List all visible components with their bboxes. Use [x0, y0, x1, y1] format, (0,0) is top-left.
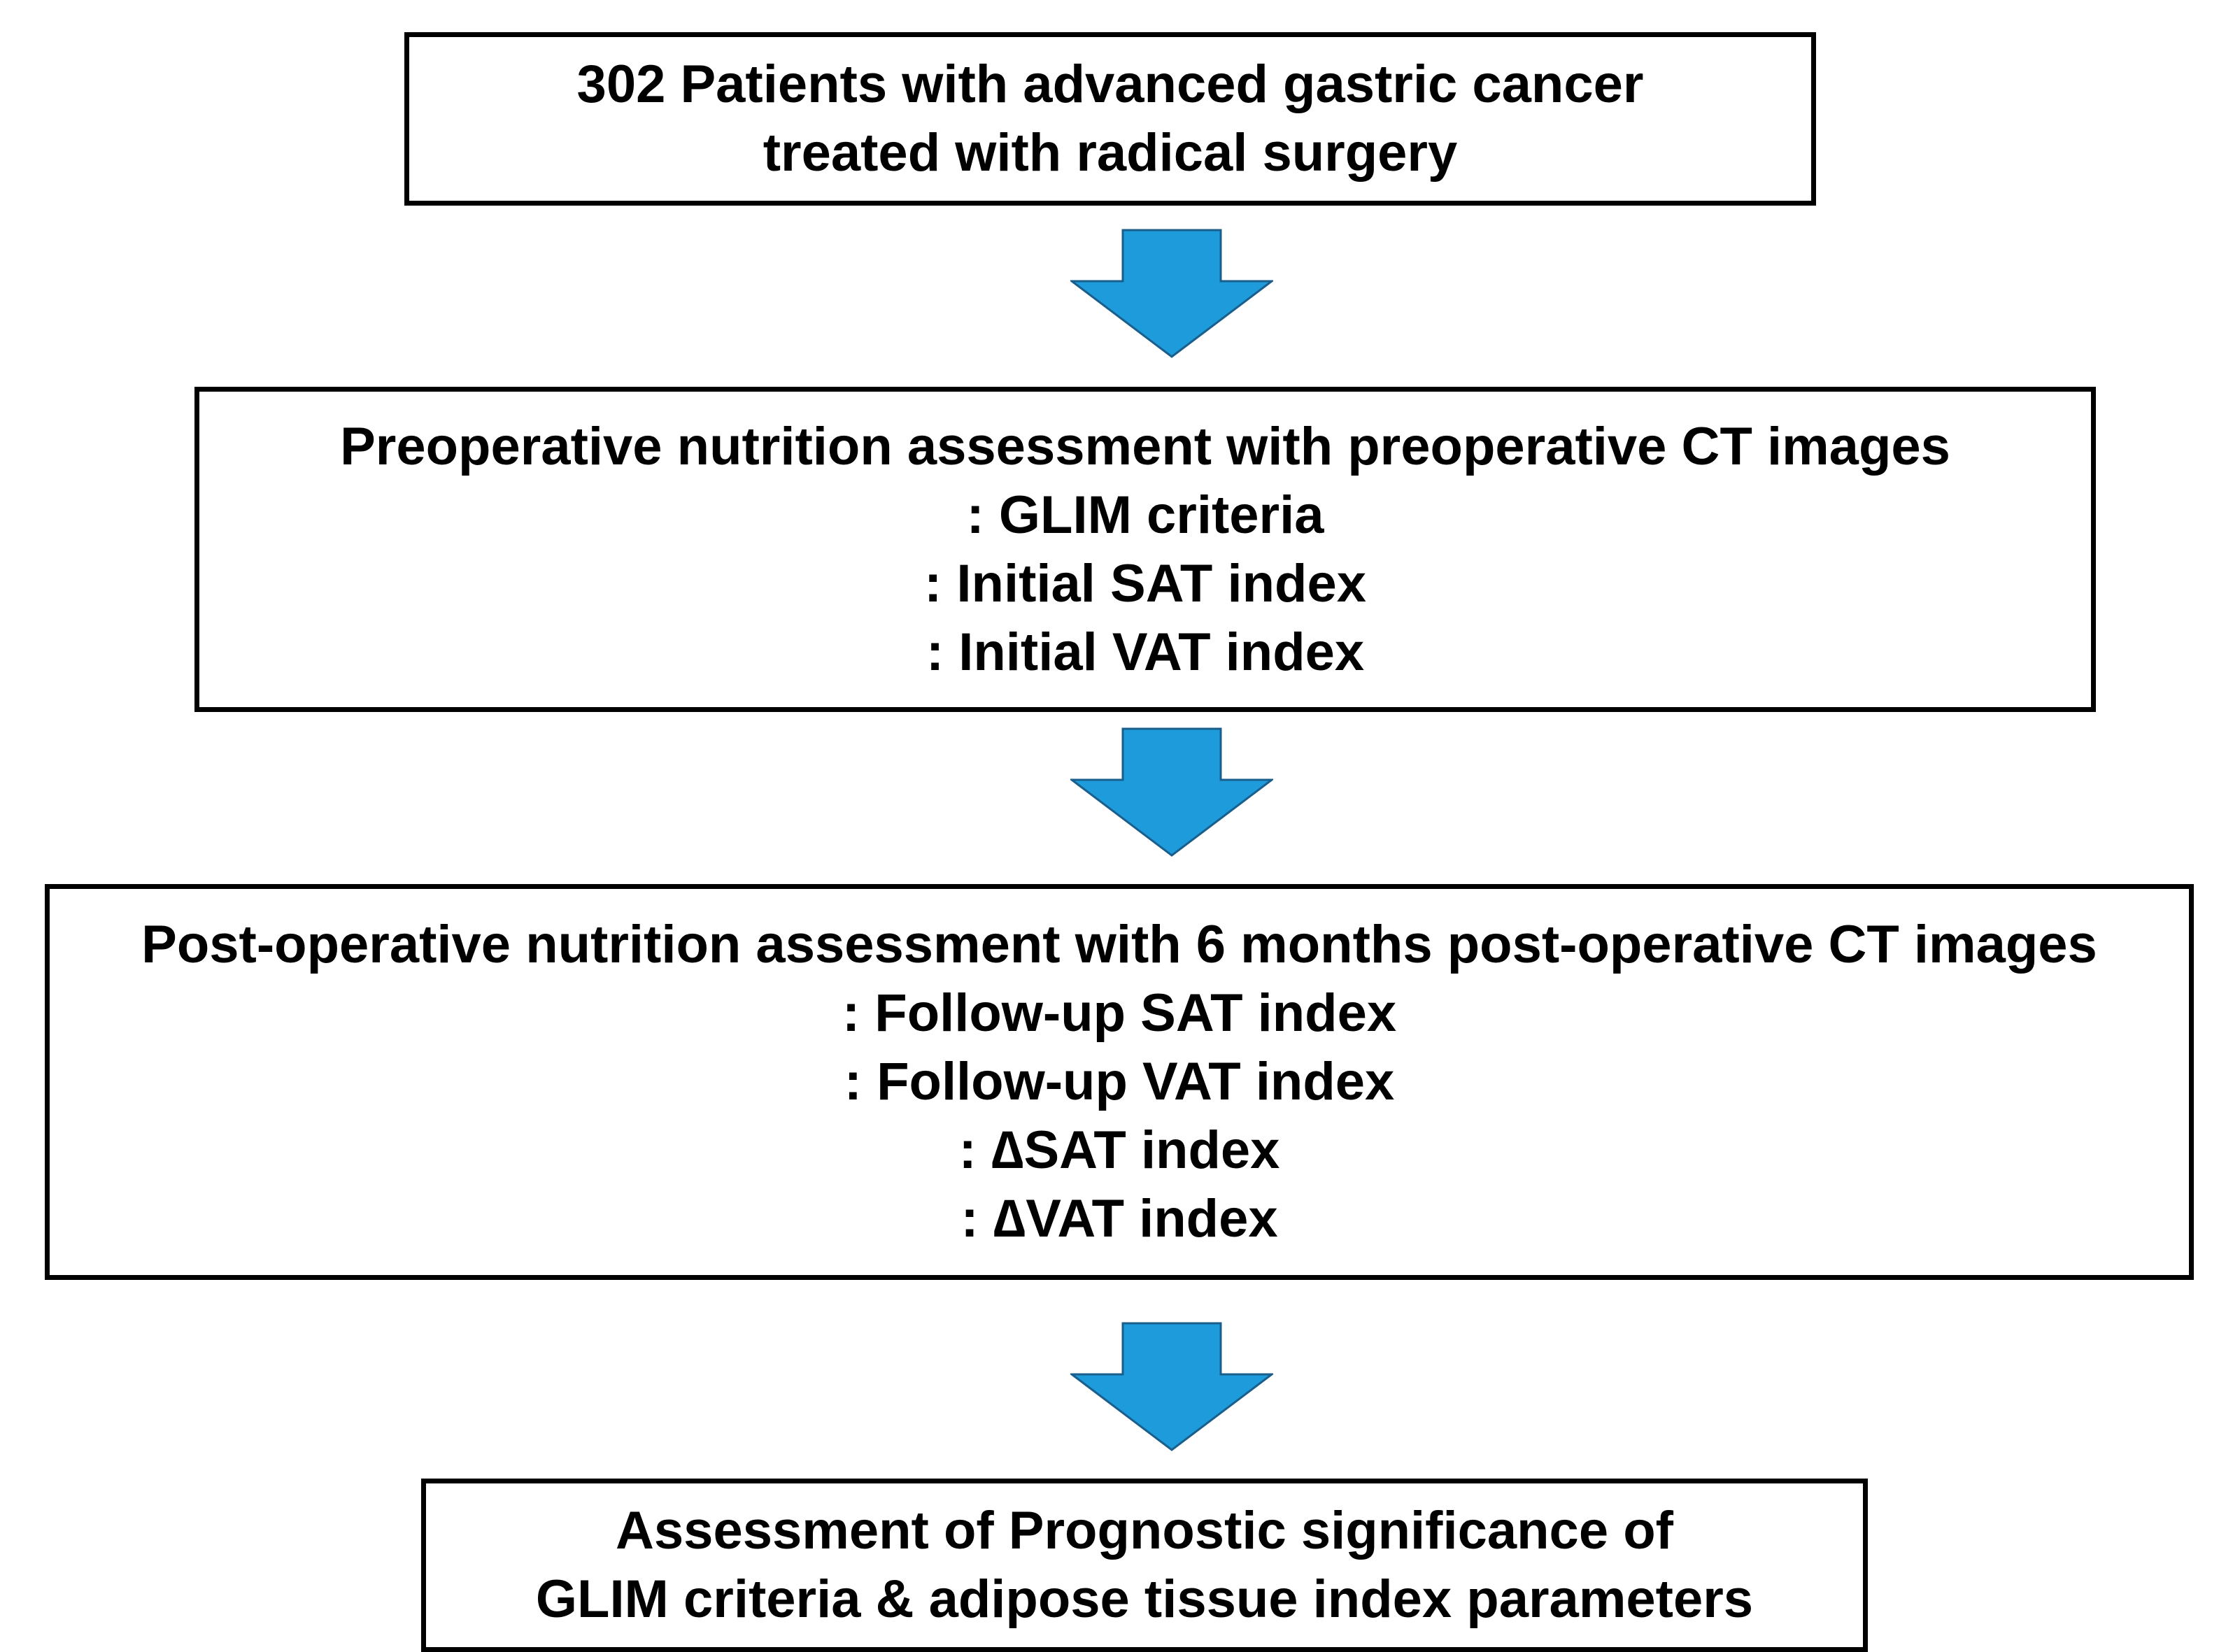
box-text-line: : Follow-up VAT index — [844, 1052, 1395, 1111]
box-text-line: Post-operative nutrition assessment with… — [141, 915, 2097, 974]
box-text-line: : ∆VAT index — [960, 1189, 1278, 1248]
box-text-line: : GLIM criteria — [966, 485, 1324, 545]
box-text-line: : Initial SAT index — [924, 553, 1366, 613]
box-text-line: Preoperative nutrition assessment with p… — [340, 416, 1950, 476]
box-text-line: treated with radical surgery — [763, 123, 1458, 183]
down-arrow-icon — [1070, 229, 1273, 358]
box-text-line: Assessment of Prognostic significance of — [616, 1501, 1673, 1560]
box-text-line: GLIM criteria & adipose tissue index par… — [535, 1569, 1754, 1629]
flow-box-preoperative-assessment: Preoperative nutrition assessment with p… — [194, 387, 2096, 712]
box-text-line: 302 Patients with advanced gastric cance… — [576, 55, 1644, 114]
box-text-line: : Initial VAT index — [926, 622, 1365, 682]
box-text-line: : ∆SAT index — [958, 1120, 1280, 1180]
down-arrow-icon — [1070, 727, 1273, 857]
flow-box-postoperative-assessment: Post-operative nutrition assessment with… — [45, 884, 2194, 1280]
flow-box-patients: 302 Patients with advanced gastric cance… — [404, 32, 1816, 206]
box-text-line: : Follow-up SAT index — [842, 983, 1397, 1043]
down-arrow-icon — [1070, 1322, 1273, 1451]
flow-box-prognostic-assessment: Assessment of Prognostic significance of… — [421, 1479, 1868, 1652]
